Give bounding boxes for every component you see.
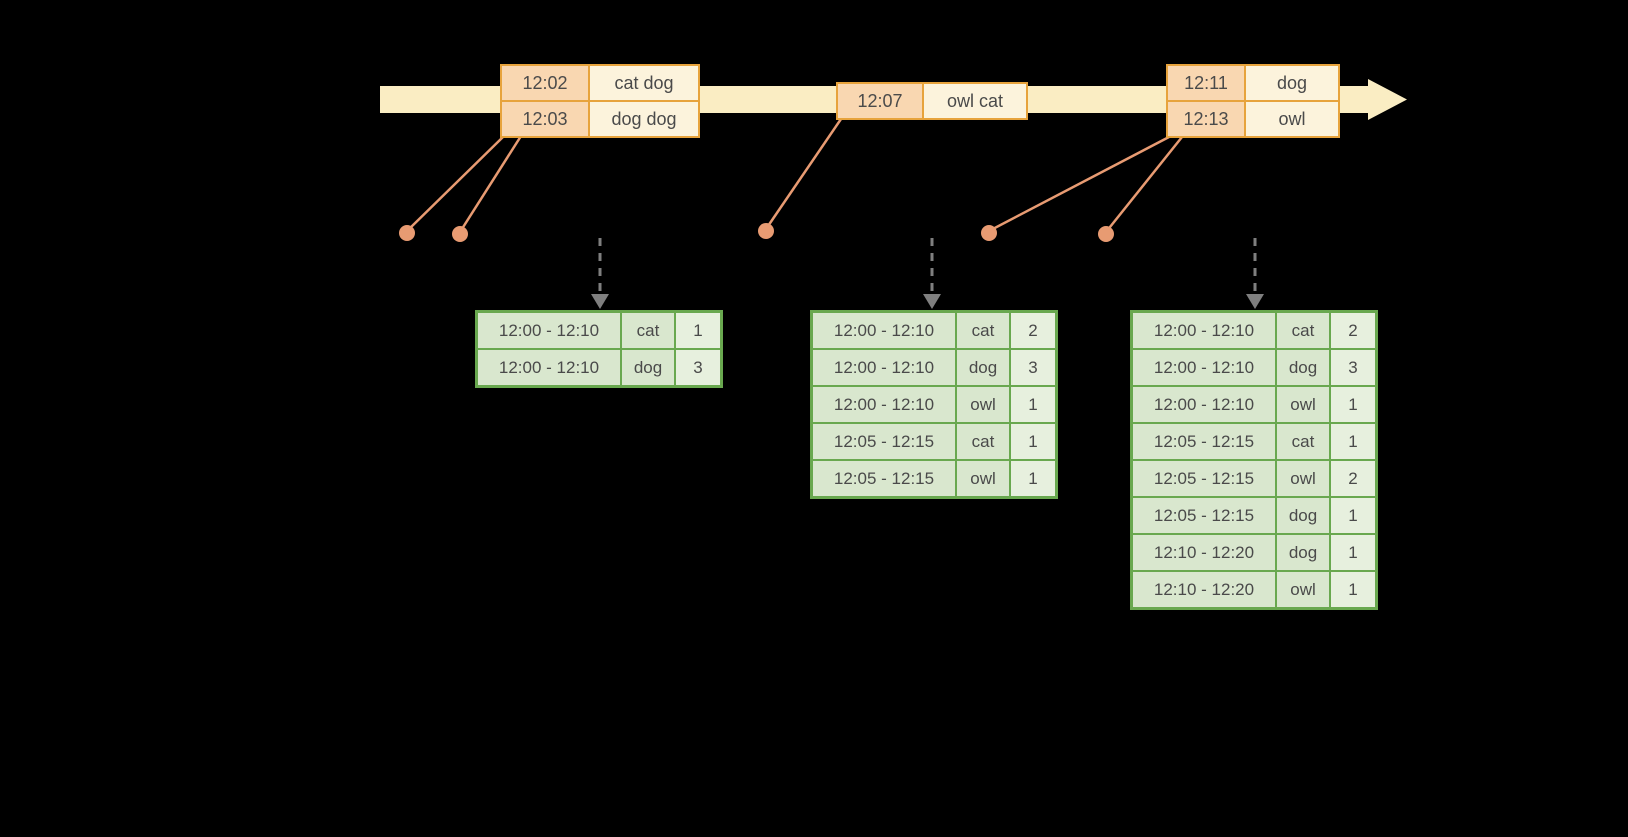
trigger-arrow	[1246, 238, 1264, 309]
word-cell: cat	[1275, 424, 1329, 459]
arrowhead-icon	[1246, 294, 1264, 309]
result-row: 12:00 - 12:10 owl 1	[813, 385, 1055, 422]
event-words-cell: owl	[1244, 102, 1338, 136]
word-cell: dog	[1275, 498, 1329, 533]
word-cell: owl	[1275, 461, 1329, 496]
connector-line	[458, 135, 523, 233]
count-cell: 2	[1009, 313, 1055, 348]
result-row: 12:00 - 12:10 cat 1	[478, 313, 720, 348]
connector-line	[1105, 136, 1183, 233]
result-row: 12:10 - 12:20 dog 1	[1133, 533, 1375, 570]
timeline-arrow-head	[1368, 79, 1407, 120]
connector-line	[988, 135, 1170, 233]
event-words-cell: dog dog	[588, 102, 698, 136]
event-time-cell: 12:03	[502, 102, 588, 136]
event-box: 12:07 owl cat	[836, 82, 1028, 120]
word-cell: dog	[1275, 350, 1329, 385]
window-cell: 12:00 - 12:10	[1133, 313, 1275, 348]
arrowhead-icon	[591, 294, 609, 309]
result-row: 12:00 - 12:10 dog 3	[478, 348, 720, 385]
window-cell: 12:05 - 12:15	[1133, 424, 1275, 459]
result-row: 12:00 - 12:10 dog 3	[1133, 348, 1375, 385]
count-cell: 1	[1009, 387, 1055, 422]
event-words-cell: cat dog	[588, 66, 698, 100]
event-time-cell: 12:13	[1168, 102, 1244, 136]
word-cell: owl	[955, 387, 1009, 422]
word-cell: owl	[955, 461, 1009, 496]
window-cell: 12:00 - 12:10	[478, 350, 620, 385]
count-cell: 1	[674, 313, 720, 348]
event-dot	[399, 225, 415, 241]
count-cell: 1	[1009, 424, 1055, 459]
result-table: 12:00 - 12:10 cat 1 12:00 - 12:10 dog 3	[475, 310, 723, 388]
count-cell: 2	[1329, 313, 1375, 348]
window-cell: 12:00 - 12:10	[813, 350, 955, 385]
window-cell: 12:00 - 12:10	[813, 387, 955, 422]
event-dot	[452, 226, 468, 242]
event-row: 12:13 owl	[1168, 100, 1338, 136]
result-row: 12:05 - 12:15 owl 1	[813, 459, 1055, 496]
connector-line	[764, 118, 843, 230]
result-row: 12:00 - 12:10 dog 3	[813, 348, 1055, 385]
window-cell: 12:00 - 12:10	[478, 313, 620, 348]
event-dot	[981, 225, 997, 241]
result-table: 12:00 - 12:10 cat 2 12:00 - 12:10 dog 3 …	[810, 310, 1058, 499]
word-cell: owl	[1275, 387, 1329, 422]
word-cell: cat	[955, 313, 1009, 348]
result-row: 12:10 - 12:20 owl 1	[1133, 570, 1375, 607]
result-row: 12:00 - 12:10 owl 1	[1133, 385, 1375, 422]
event-row: 12:07 owl cat	[838, 84, 1026, 118]
count-cell: 3	[674, 350, 720, 385]
word-cell: dog	[955, 350, 1009, 385]
event-row: 12:03 dog dog	[502, 100, 698, 136]
trigger-arrow	[923, 238, 941, 309]
window-cell: 12:05 - 12:15	[1133, 461, 1275, 496]
event-words-cell: dog	[1244, 66, 1338, 100]
count-cell: 1	[1329, 535, 1375, 570]
trigger-arrow	[591, 238, 609, 309]
result-row: 12:05 - 12:15 owl 2	[1133, 459, 1375, 496]
event-box: 12:11 dog 12:13 owl	[1166, 64, 1340, 138]
event-row: 12:11 dog	[1168, 66, 1338, 100]
count-cell: 1	[1329, 498, 1375, 533]
word-cell: cat	[955, 424, 1009, 459]
result-table: 12:00 - 12:10 cat 2 12:00 - 12:10 dog 3 …	[1130, 310, 1378, 610]
word-cell: dog	[1275, 535, 1329, 570]
event-time-cell: 12:11	[1168, 66, 1244, 100]
window-cell: 12:05 - 12:15	[813, 461, 955, 496]
window-cell: 12:00 - 12:10	[1133, 387, 1275, 422]
window-cell: 12:05 - 12:15	[1133, 498, 1275, 533]
event-dot	[758, 223, 774, 239]
event-words-cell: owl cat	[922, 84, 1026, 118]
window-cell: 12:10 - 12:20	[1133, 535, 1275, 570]
result-row: 12:05 - 12:15 cat 1	[813, 422, 1055, 459]
window-cell: 12:00 - 12:10	[813, 313, 955, 348]
count-cell: 1	[1329, 387, 1375, 422]
event-time-cell: 12:07	[838, 84, 922, 118]
event-row: 12:02 cat dog	[502, 66, 698, 100]
window-cell: 12:05 - 12:15	[813, 424, 955, 459]
window-cell: 12:00 - 12:10	[1133, 350, 1275, 385]
connector-line	[406, 135, 505, 232]
count-cell: 2	[1329, 461, 1375, 496]
word-cell: owl	[1275, 572, 1329, 607]
count-cell: 1	[1329, 572, 1375, 607]
count-cell: 1	[1009, 461, 1055, 496]
result-row: 12:00 - 12:10 cat 2	[813, 313, 1055, 348]
word-cell: dog	[620, 350, 674, 385]
event-box: 12:02 cat dog 12:03 dog dog	[500, 64, 700, 138]
event-time-cell: 12:02	[502, 66, 588, 100]
count-cell: 1	[1329, 424, 1375, 459]
window-cell: 12:10 - 12:20	[1133, 572, 1275, 607]
result-row: 12:05 - 12:15 dog 1	[1133, 496, 1375, 533]
count-cell: 3	[1329, 350, 1375, 385]
arrowhead-icon	[923, 294, 941, 309]
word-cell: cat	[620, 313, 674, 348]
result-row: 12:00 - 12:10 cat 2	[1133, 313, 1375, 348]
count-cell: 3	[1009, 350, 1055, 385]
event-dot	[1098, 226, 1114, 242]
result-row: 12:05 - 12:15 cat 1	[1133, 422, 1375, 459]
word-cell: cat	[1275, 313, 1329, 348]
